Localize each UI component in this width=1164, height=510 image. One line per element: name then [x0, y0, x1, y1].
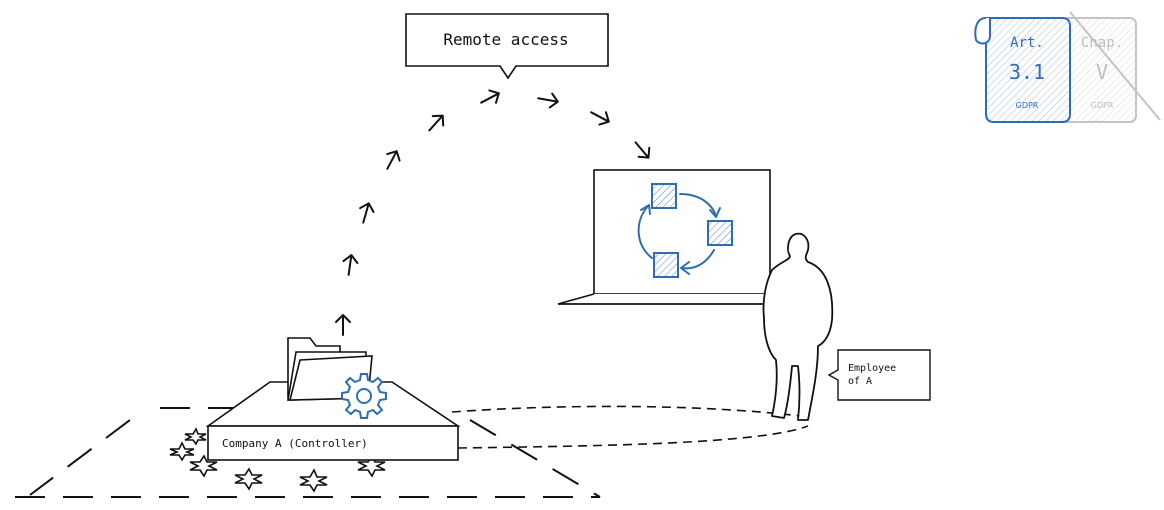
connection-path — [451, 405, 809, 449]
company-platform — [205, 381, 461, 461]
arrow-icon — [537, 92, 559, 109]
star-icon — [184, 427, 207, 446]
arrow-icon — [590, 111, 610, 126]
cycle-icon — [637, 183, 733, 278]
employee-label-line1: Employee — [848, 363, 896, 374]
arrow-icon — [386, 150, 401, 170]
remote-access-label: Remote access — [443, 30, 568, 49]
arrow-icon — [428, 114, 445, 132]
gear-icon — [341, 373, 387, 419]
star-icon — [299, 468, 328, 493]
remote-access-callout: Remote access — [405, 13, 609, 80]
employee-label-line2: of A — [848, 376, 872, 387]
arrow-icon — [634, 141, 651, 159]
star-icon — [234, 467, 263, 491]
arrow-icon — [342, 254, 359, 276]
article-card-number: 3.1 — [1009, 60, 1045, 84]
laptop-icon — [557, 169, 800, 305]
employee-callout: Employee of A — [827, 349, 931, 401]
star-icon — [189, 454, 218, 478]
company-label: Company A (Controller) — [222, 437, 368, 450]
chapter-card-heading: Chap. — [1081, 35, 1123, 51]
star-icon — [169, 441, 195, 462]
stars-group — [169, 427, 386, 493]
arrow-icon — [335, 314, 351, 336]
article-card: Art. 3.1 GDPR — [974, 17, 1071, 123]
chapter-card-number: V — [1096, 60, 1108, 84]
star-icon — [357, 454, 386, 478]
chapter-card: Chap. V GDPR — [1055, 11, 1161, 123]
article-card-heading: Art. — [1010, 35, 1044, 51]
article-card-footer: GDPR — [1016, 101, 1039, 110]
chapter-card-footer: GDPR — [1091, 101, 1114, 110]
arrow-chain — [335, 89, 651, 336]
arrow-icon — [359, 202, 375, 224]
arrow-icon — [480, 89, 500, 104]
person-icon — [762, 232, 834, 421]
